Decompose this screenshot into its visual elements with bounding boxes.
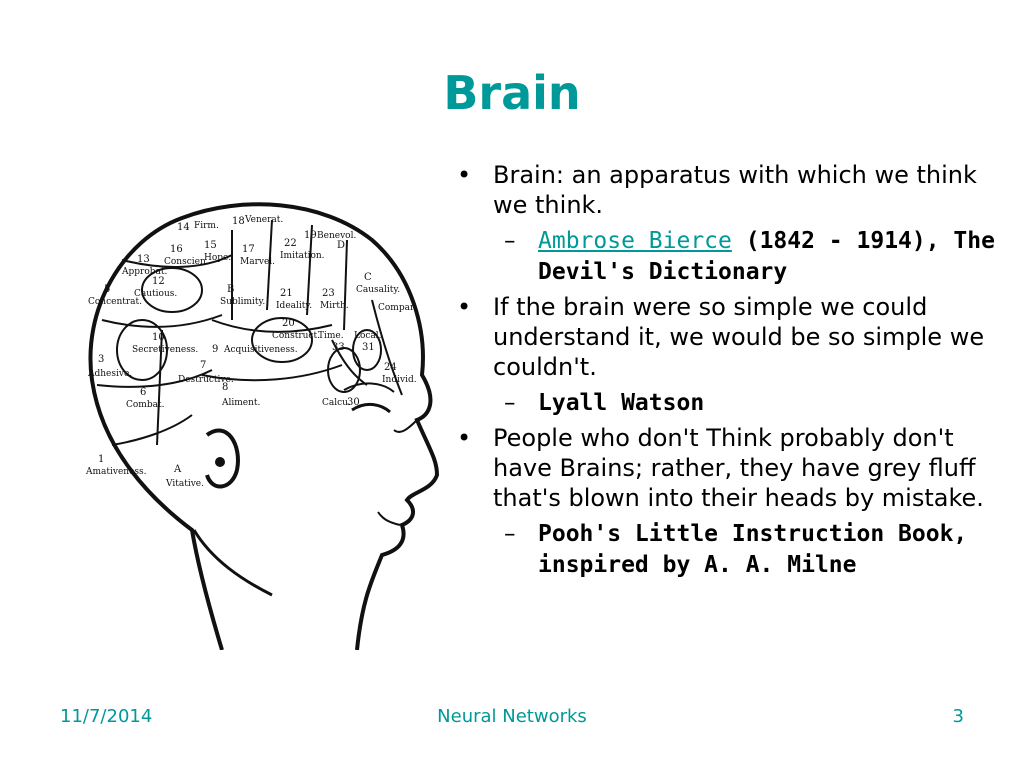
region-num: C xyxy=(364,272,372,283)
quote-source: – Ambrose Bierce (1842 - 1914), The Devi… xyxy=(452,226,1002,288)
region-num: 23 xyxy=(322,288,335,299)
region-label: Secretiveness. xyxy=(132,345,198,355)
region-label: Adhesive. xyxy=(87,369,132,379)
region-num: 21 xyxy=(280,288,293,299)
phrenology-head-illustration: 14 Firm. 18 Venerat. 19 Benevol. 15 Hope… xyxy=(82,200,457,651)
bullet-glyph: • xyxy=(457,424,472,452)
region-num: 17 xyxy=(242,244,255,255)
region-num: 14 xyxy=(177,222,190,233)
region-num: 7 xyxy=(200,360,206,371)
region-label: Ideality. xyxy=(276,301,312,311)
region-num: 31 xyxy=(362,342,375,353)
region-num: D xyxy=(337,240,345,251)
bullet-item: • If the brain were so simple we could u… xyxy=(452,292,1002,382)
region-num: 16 xyxy=(170,244,183,255)
footer-date: 11/7/2014 xyxy=(60,706,153,727)
region-label: Vitative. xyxy=(165,479,204,489)
region-label: Marvel. xyxy=(240,257,275,267)
region-label: Benevol. xyxy=(317,231,356,241)
bullet-item: • People who don't Think probably don't … xyxy=(452,423,1002,513)
region-num: B xyxy=(227,284,234,295)
quote-source: – Pooh's Little Instruction Book, inspir… xyxy=(452,519,1002,581)
region-label: Cautious. xyxy=(134,289,177,299)
region-label: Construct. xyxy=(272,331,320,341)
region-label: Aliment. xyxy=(221,398,261,408)
region-label: Conscien. xyxy=(164,257,209,267)
phrenology-head-drawing: 14 Firm. 18 Venerat. 19 Benevol. 15 Hope… xyxy=(85,202,440,651)
head-outline xyxy=(88,202,440,651)
region-label: Causality. xyxy=(356,285,400,295)
region-label: Local. xyxy=(354,331,382,341)
region-label: Concentrat. xyxy=(88,297,142,307)
region-num: 3 xyxy=(98,354,104,365)
region-num: A xyxy=(173,464,182,475)
region-label: Destructive. xyxy=(178,375,234,385)
region-num: 24 xyxy=(384,362,397,373)
region-num: 5 xyxy=(104,284,110,295)
footer-title: Neural Networks xyxy=(437,706,587,727)
region-label: Combat. xyxy=(126,400,165,410)
region-label: Mirth. xyxy=(320,301,349,311)
region-num: 30 xyxy=(347,397,360,408)
ambrose-bierce-link[interactable]: Ambrose Bierce xyxy=(538,228,732,254)
region-label: Compar. xyxy=(378,303,416,313)
region-num: 1 xyxy=(98,454,104,465)
region-num: 19 xyxy=(304,230,317,241)
bullet-item: • Brain: an apparatus with which we thin… xyxy=(452,160,1002,220)
quote-source-name: Pooh's Little Instruction Book, inspired… xyxy=(538,521,968,578)
region-num: 13 xyxy=(137,254,150,265)
bullet-glyph: • xyxy=(457,293,472,321)
dash-glyph: – xyxy=(504,390,516,416)
region-label: Amativeness. xyxy=(85,467,147,477)
region-label: Hope. xyxy=(204,253,231,263)
region-num: 18 xyxy=(232,216,245,227)
bullet-text: If the brain were so simple we could und… xyxy=(493,293,985,381)
region-num: 10 xyxy=(152,332,165,343)
dash-glyph: – xyxy=(504,521,516,547)
region-label: Calcu. xyxy=(322,398,351,408)
region-labels: 14 Firm. 18 Venerat. 19 Benevol. 15 Hope… xyxy=(85,215,417,489)
slide-title: Brain xyxy=(443,66,581,120)
region-num: 33 xyxy=(332,342,345,353)
quote-source-detail: (1842 - 1914), The Devil's Dictionary xyxy=(538,228,995,285)
region-label: Time. xyxy=(318,331,344,341)
region-num: 12 xyxy=(152,276,165,287)
region-num: 20 xyxy=(282,318,295,329)
slide-content: • Brain: an apparatus with which we thin… xyxy=(452,156,1002,583)
region-num: 8 xyxy=(222,382,228,393)
quote-source-name: Lyall Watson xyxy=(538,390,705,416)
dash-glyph: – xyxy=(504,228,516,254)
region-num: 9 xyxy=(212,344,218,355)
region-label: Firm. xyxy=(194,221,219,231)
quote-source: – Lyall Watson xyxy=(452,388,1002,419)
region-label: Sublimity. xyxy=(220,297,265,307)
bullet-text: Brain: an apparatus with which we think … xyxy=(493,161,977,219)
region-label: Acquisitiveness. xyxy=(223,345,298,355)
region-label: Individ. xyxy=(382,375,417,385)
region-num: 6 xyxy=(140,387,146,398)
footer-page-number: 3 xyxy=(952,706,964,727)
region-num: 22 xyxy=(284,238,297,249)
region-label: Venerat. xyxy=(244,215,283,225)
region-label: Imitation. xyxy=(280,251,325,261)
bullet-glyph: • xyxy=(457,161,472,189)
bullet-text: People who don't Think probably don't ha… xyxy=(493,424,984,512)
region-label: Approbat. xyxy=(121,267,167,277)
region-num: 15 xyxy=(204,240,217,251)
